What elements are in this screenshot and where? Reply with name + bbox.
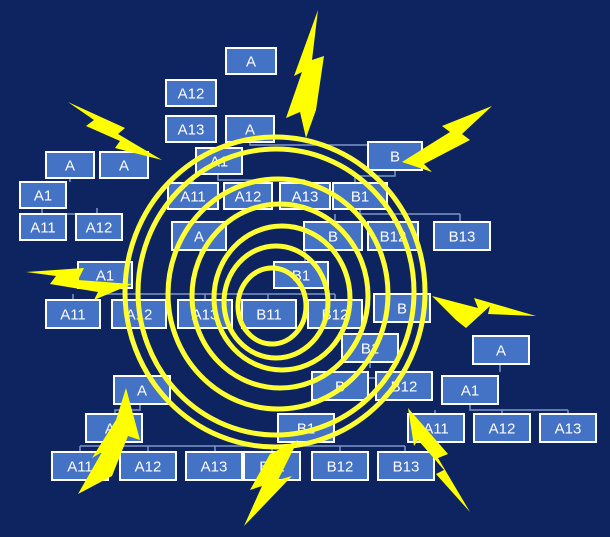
node-rect: [539, 413, 597, 443]
node-rect: [472, 335, 530, 365]
node-rect: [433, 221, 491, 251]
node-rect: [19, 181, 67, 209]
node-rect: [311, 451, 369, 481]
node-box: A: [99, 151, 149, 179]
lightning-bolt-icon: [26, 268, 132, 300]
ring: [135, 146, 417, 438]
node-label: A13: [192, 307, 219, 324]
node-label: A12: [86, 220, 113, 237]
node-label: A1: [96, 268, 114, 285]
lightning-bolts: [26, 10, 536, 526]
node-box: A1: [441, 375, 499, 405]
lightning-bolt-icon: [68, 102, 162, 160]
node-box: A12: [473, 413, 531, 443]
node-rect: [165, 115, 217, 143]
node-label: A: [194, 229, 204, 246]
node-rect: [99, 151, 149, 179]
node-label: A12: [489, 421, 516, 438]
node-rect: [119, 451, 177, 481]
node-box: B13: [433, 221, 491, 251]
node-label: A1: [34, 188, 52, 205]
node-rect: [45, 151, 95, 179]
node-rect: [473, 413, 531, 443]
node-box: A: [45, 151, 95, 179]
node-label: A: [245, 122, 255, 139]
ring: [221, 243, 331, 361]
node-rect: [171, 221, 227, 251]
node-box: A: [225, 47, 277, 75]
node-label: B: [390, 149, 400, 166]
node-rect: [441, 375, 499, 405]
node-label: A: [496, 343, 506, 360]
node-label: A: [137, 383, 147, 400]
node-label: B12: [327, 459, 354, 476]
node-rect: [45, 299, 101, 329]
node-box: A: [472, 335, 530, 365]
node-label: B11: [256, 307, 282, 324]
node-box: A11: [45, 299, 101, 329]
node-label: A13: [201, 459, 228, 476]
node-label: A11: [180, 189, 206, 206]
node-rect: [241, 299, 297, 329]
node-label: A: [119, 158, 129, 175]
ring: [122, 134, 428, 450]
lightning-bolt-icon: [244, 440, 298, 526]
node-label: A12: [178, 86, 205, 103]
ring: [165, 176, 391, 412]
node-label: A11: [30, 220, 56, 237]
node-box: B12: [307, 299, 363, 329]
ring: [235, 265, 309, 347]
node-label: B1: [351, 189, 369, 206]
node-rect: [185, 451, 243, 481]
node-label: A13: [555, 421, 582, 438]
lightning-bolt-icon: [286, 10, 324, 138]
node-box: A: [171, 221, 227, 251]
node-label: A1: [461, 383, 479, 400]
node-label: A: [246, 54, 256, 71]
node-label: A11: [67, 459, 93, 476]
node-box: A13: [165, 115, 217, 143]
node-box: B13: [377, 451, 435, 481]
node-label: A13: [178, 122, 205, 139]
node-box: A12: [75, 213, 123, 241]
node-label: B: [328, 229, 338, 246]
lightning-bolt-icon: [402, 106, 492, 172]
node-box: A11: [19, 213, 67, 241]
concentric-rings: [122, 134, 428, 450]
node-label: B13: [449, 229, 476, 246]
node-rect: [75, 213, 123, 241]
node-box: B11: [241, 299, 297, 329]
node-label: B13: [393, 459, 420, 476]
node-label: A12: [235, 189, 262, 206]
lightning-bolt-icon: [78, 388, 140, 494]
lightning-bolt-icon: [432, 296, 536, 328]
node-label: A13: [292, 189, 319, 206]
node-rect: [377, 451, 435, 481]
ring: [211, 223, 353, 373]
node-box: A12: [165, 79, 217, 107]
node-label: A: [65, 158, 75, 175]
node-rect: [19, 213, 67, 241]
node-box: A12: [119, 451, 177, 481]
node-box: B12: [311, 451, 369, 481]
node-box: A13: [185, 451, 243, 481]
node-label: B: [397, 301, 407, 318]
node-rect: [225, 47, 277, 75]
ring: [189, 201, 371, 391]
node-label: A11: [60, 307, 86, 324]
node-label: A12: [135, 459, 162, 476]
node-rect: [307, 299, 363, 329]
node-box: A1: [19, 181, 67, 209]
node-box: A13: [539, 413, 597, 443]
node-rect: [165, 79, 217, 107]
lightning-bolt-icon: [408, 408, 470, 512]
